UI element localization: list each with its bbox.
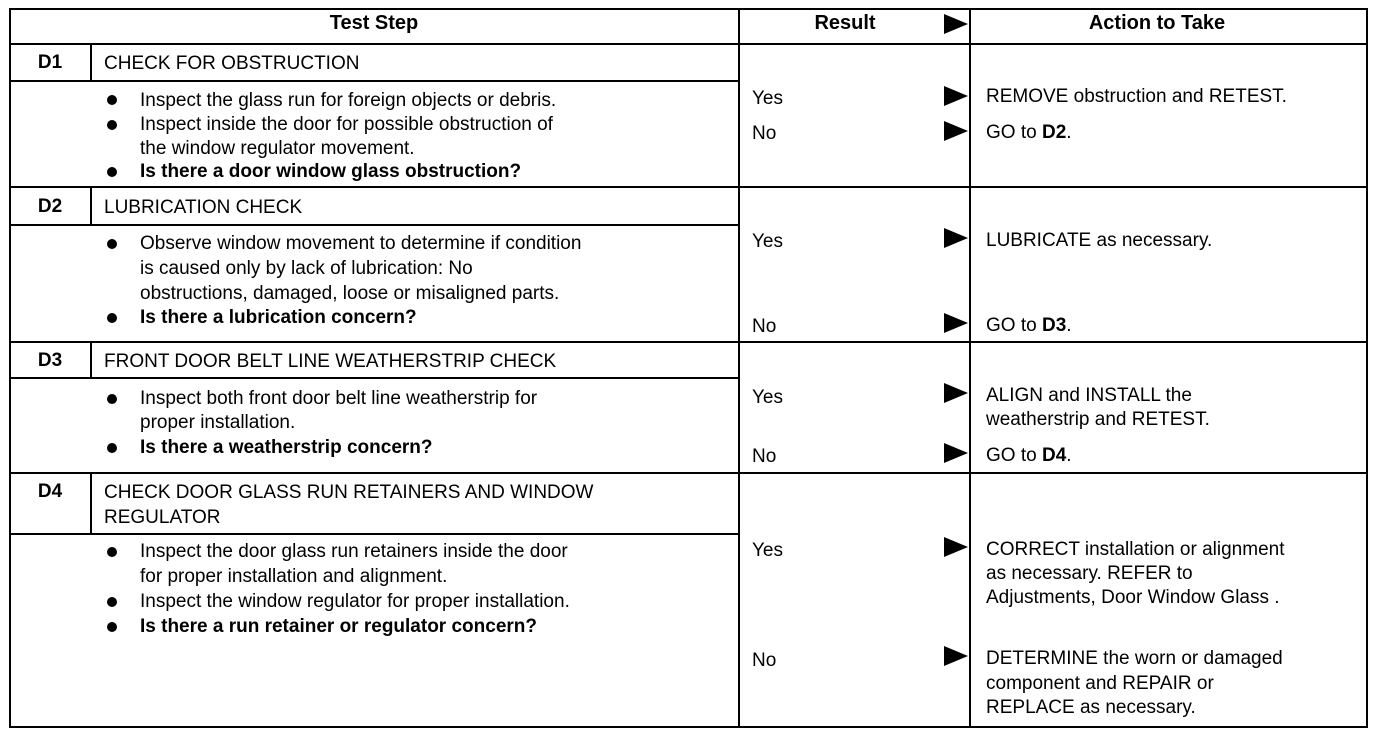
step-divider-2 bbox=[10, 341, 1368, 343]
step-item: obstructions, damaged, loose or misalign… bbox=[140, 283, 560, 304]
title-divider-d2 bbox=[10, 224, 738, 226]
action-yes-line1: ALIGN and INSTALL the bbox=[986, 385, 1192, 406]
bullet-icon bbox=[107, 597, 117, 607]
bullet-icon bbox=[107, 239, 117, 249]
action-no-end: . bbox=[1066, 315, 1072, 336]
step-id: D2 bbox=[37, 196, 63, 217]
step-item: the window regulator movement. bbox=[140, 138, 415, 159]
step-item: Observe window movement to determine if … bbox=[140, 233, 582, 254]
arrow-icon bbox=[944, 121, 968, 141]
action-no: GO to D3. bbox=[986, 313, 1072, 338]
step-item: Inspect the door glass run retainers ins… bbox=[140, 541, 568, 562]
result-yes: Yes bbox=[752, 231, 783, 252]
action-no-text: GO to bbox=[986, 122, 1042, 143]
action-no-text: GO to bbox=[986, 315, 1042, 336]
step-title-line2: REGULATOR bbox=[104, 507, 221, 528]
title-divider-d1 bbox=[10, 80, 738, 82]
action-no-line3: REPLACE as necessary. bbox=[986, 697, 1196, 718]
step-divider-1 bbox=[10, 186, 1368, 188]
step-item: Inspect the glass run for foreign object… bbox=[140, 90, 557, 111]
step-reference: D2 bbox=[1041, 122, 1067, 143]
step-divider-3 bbox=[10, 472, 1368, 474]
result-no: No bbox=[752, 446, 777, 467]
action-yes-line1: CORRECT installation or alignment bbox=[986, 539, 1285, 560]
result-yes: Yes bbox=[752, 387, 783, 408]
bullet-icon bbox=[107, 443, 117, 453]
action-no-line2: component and REPAIR or bbox=[986, 673, 1214, 694]
action-no: GO to D2. bbox=[986, 120, 1072, 145]
action-yes-line2: weatherstrip and RETEST. bbox=[986, 409, 1210, 430]
result-no: No bbox=[752, 650, 777, 671]
border-left bbox=[9, 8, 11, 728]
title-divider-d3 bbox=[10, 377, 738, 379]
arrow-icon bbox=[944, 86, 968, 106]
step-question: Is there a run retainer or regulator con… bbox=[140, 616, 537, 637]
arrow-icon bbox=[944, 537, 968, 557]
id-divider-d4 bbox=[90, 474, 92, 535]
action-no-text: GO to bbox=[986, 445, 1042, 466]
action-yes-line3: Adjustments, Door Window Glass . bbox=[986, 587, 1280, 608]
bullet-icon bbox=[107, 547, 117, 557]
action-no-line1: DETERMINE the worn or damaged bbox=[986, 648, 1283, 669]
bullet-icon bbox=[107, 313, 117, 323]
step-reference: D4 bbox=[1041, 445, 1067, 466]
step-title: LUBRICATION CHECK bbox=[104, 197, 303, 218]
id-divider-d3 bbox=[90, 343, 92, 379]
result-no: No bbox=[752, 123, 777, 144]
step-question: Is there a door window glass obstruction… bbox=[140, 161, 522, 182]
border-bottom bbox=[10, 726, 1368, 728]
step-item: is caused only by lack of lubrication: N… bbox=[140, 258, 473, 279]
col-divider-action bbox=[969, 8, 971, 728]
title-divider-d4 bbox=[10, 533, 738, 535]
bullet-icon bbox=[107, 167, 117, 177]
arrow-icon bbox=[944, 228, 968, 248]
step-question: Is there a lubrication concern? bbox=[140, 307, 417, 328]
border-right bbox=[1366, 8, 1368, 728]
action-no-end: . bbox=[1066, 445, 1072, 466]
id-divider-d1 bbox=[90, 45, 92, 82]
step-title-line1: CHECK DOOR GLASS RUN RETAINERS AND WINDO… bbox=[104, 482, 594, 503]
border-top bbox=[10, 8, 1368, 10]
action-yes: LUBRICATE as necessary. bbox=[986, 230, 1213, 251]
step-item: proper installation. bbox=[140, 412, 296, 433]
step-id: D3 bbox=[37, 350, 63, 371]
step-item: for proper installation and alignment. bbox=[140, 566, 448, 587]
header-test-step: Test Step bbox=[329, 12, 419, 34]
step-reference: D3 bbox=[1041, 315, 1067, 336]
id-divider-d2 bbox=[90, 188, 92, 226]
step-item: Inspect the window regulator for proper … bbox=[140, 591, 570, 612]
action-yes-line2: as necessary. REFER to bbox=[986, 563, 1193, 584]
header-result: Result bbox=[814, 12, 876, 34]
step-title: FRONT DOOR BELT LINE WEATHERSTRIP CHECK bbox=[104, 351, 557, 372]
arrow-icon bbox=[944, 443, 968, 463]
header-arrow-icon bbox=[944, 14, 968, 34]
action-yes: REMOVE obstruction and RETEST. bbox=[986, 86, 1287, 107]
result-yes: Yes bbox=[752, 88, 783, 109]
header-divider bbox=[10, 43, 1368, 45]
action-no: GO to D4. bbox=[986, 443, 1072, 468]
bullet-icon bbox=[107, 394, 117, 404]
col-divider-result bbox=[738, 8, 740, 728]
bullet-icon bbox=[107, 622, 117, 632]
step-title: CHECK FOR OBSTRUCTION bbox=[104, 53, 360, 74]
step-id: D1 bbox=[37, 52, 63, 73]
step-question: Is there a weatherstrip concern? bbox=[140, 437, 433, 458]
arrow-icon bbox=[944, 383, 968, 403]
bullet-icon bbox=[107, 95, 117, 105]
arrow-icon bbox=[944, 313, 968, 333]
action-no-end: . bbox=[1066, 122, 1072, 143]
bullet-icon bbox=[107, 120, 117, 130]
step-item: Inspect both front door belt line weathe… bbox=[140, 388, 538, 409]
result-yes: Yes bbox=[752, 540, 783, 561]
header-action: Action to Take bbox=[1088, 12, 1226, 34]
arrow-icon bbox=[944, 646, 968, 666]
result-no: No bbox=[752, 316, 777, 337]
step-id: D4 bbox=[37, 481, 63, 502]
step-item: Inspect inside the door for possible obs… bbox=[140, 114, 553, 135]
